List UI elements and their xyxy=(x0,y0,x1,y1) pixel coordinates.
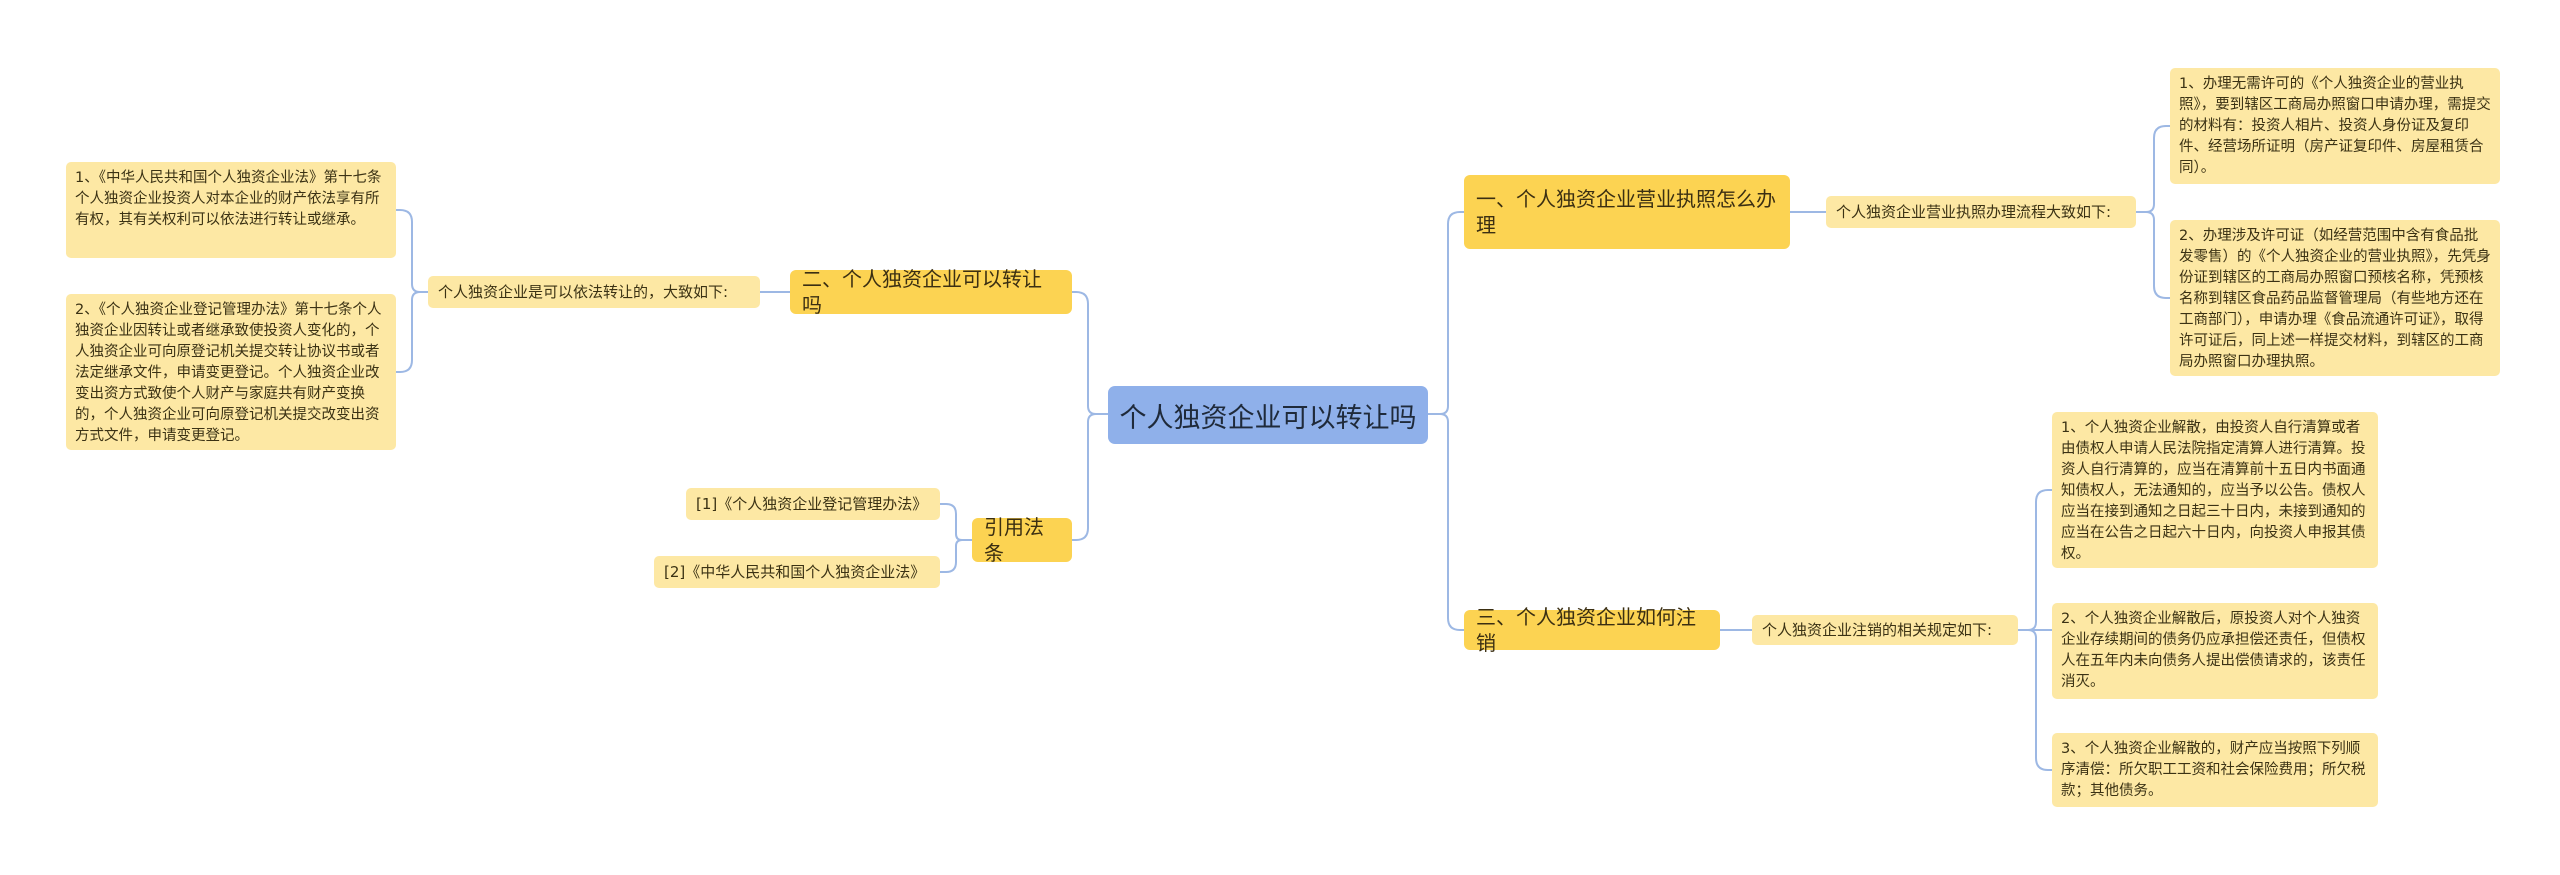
branch-label: 一、个人独资企业营业执照怎么办理 xyxy=(1476,187,1776,237)
citation-item-1[interactable]: [1]《个人独资企业登记管理办法》 xyxy=(686,488,940,520)
leaf-text: 2、《个人独资企业登记管理办法》第十七条个人独资企业因转让或者继承致使投资人变化… xyxy=(75,302,382,444)
link-citations-item2 xyxy=(940,539,972,573)
branch-label: 三、个人独资企业如何注销 xyxy=(1476,605,1696,655)
link-root-citations xyxy=(1072,413,1108,541)
summary-license-process[interactable]: 个人独资企业营业执照办理流程大致如下: xyxy=(1826,196,2136,228)
link-citations-item1 xyxy=(940,503,972,541)
leaf-transfer-item-1[interactable]: 1、《中华人民共和国个人独资企业法》第十七条个人独资企业投资人对本企业的财产依法… xyxy=(66,162,396,258)
link-summary3-item1 xyxy=(2018,489,2052,631)
leaf-license-item-1[interactable]: 1、办理无需许可的《个人独资企业的营业执照》，要到辖区工商局办照窗口申请办理，需… xyxy=(2170,68,2500,184)
leaf-text: 1、《中华人民共和国个人独资企业法》第十七条个人独资企业投资人对本企业的财产依法… xyxy=(75,170,382,228)
link-root-branch2 xyxy=(1072,291,1108,415)
leaf-text: 1、个人独资企业解散，由投资人自行清算或者由债权人申请人民法院指定清算人进行清算… xyxy=(2061,420,2366,562)
leaf-deregistration-item-2[interactable]: 2、个人独资企业解散后，原投资人对个人独资企业存续期间的债务仍应承担偿还责任，但… xyxy=(2052,603,2378,699)
leaf-text: 2、个人独资企业解散后，原投资人对个人独资企业存续期间的债务仍应承担偿还责任，但… xyxy=(2061,611,2366,690)
branch-cited-laws[interactable]: 引用法条 xyxy=(972,515,1072,565)
branch-business-license[interactable]: 一、个人独资企业营业执照怎么办理 xyxy=(1464,175,1790,249)
leaf-text: 3、个人独资企业解散的，财产应当按照下列顺序清偿：所欠职工工资和社会保险费用；所… xyxy=(2061,741,2366,799)
leaf-deregistration-item-1[interactable]: 1、个人独资企业解散，由投资人自行清算或者由债权人申请人民法院指定清算人进行清算… xyxy=(2052,412,2378,568)
link-summary1-item1 xyxy=(2136,125,2170,213)
leaf-transfer-item-2[interactable]: 2、《个人独资企业登记管理办法》第十七条个人独资企业因转让或者继承致使投资人变化… xyxy=(66,294,396,450)
link-root-branch3 xyxy=(1428,413,1464,631)
summary-transfer[interactable]: 个人独资企业是可以依法转让的，大致如下: xyxy=(428,276,760,308)
leaf-deregistration-item-3[interactable]: 3、个人独资企业解散的，财产应当按照下列顺序清偿：所欠职工工资和社会保险费用；所… xyxy=(2052,733,2378,807)
link-summary2-item2 xyxy=(396,291,428,373)
leaf-text: 2、办理涉及许可证（如经营范围中含有食品批发零售）的《个人独资企业的营业执照》，… xyxy=(2179,228,2491,370)
link-root-branch1 xyxy=(1428,211,1464,415)
link-summary3-item3 xyxy=(2018,629,2052,771)
branch-deregistration[interactable]: 三、个人独资企业如何注销 xyxy=(1464,605,1720,655)
summary-deregistration-rules[interactable]: 个人独资企业注销的相关规定如下: xyxy=(1752,615,2018,645)
leaf-license-item-2[interactable]: 2、办理涉及许可证（如经营范围中含有食品批发零售）的《个人独资企业的营业执照》，… xyxy=(2170,220,2500,376)
root-topic[interactable]: 个人独资企业可以转让吗 xyxy=(1108,386,1428,444)
link-summary2-item1 xyxy=(396,209,428,293)
link-summary1-item2 xyxy=(2136,211,2170,299)
branch-label: 引用法条 xyxy=(984,515,1044,565)
branch-transferable[interactable]: 二、个人独资企业可以转让吗 xyxy=(790,267,1072,317)
leaf-text: 1、办理无需许可的《个人独资企业的营业执照》，要到辖区工商局办照窗口申请办理，需… xyxy=(2179,76,2491,176)
branch-label: 二、个人独资企业可以转让吗 xyxy=(802,267,1042,317)
citation-item-2[interactable]: [2]《中华人民共和国个人独资企业法》 xyxy=(654,556,940,588)
